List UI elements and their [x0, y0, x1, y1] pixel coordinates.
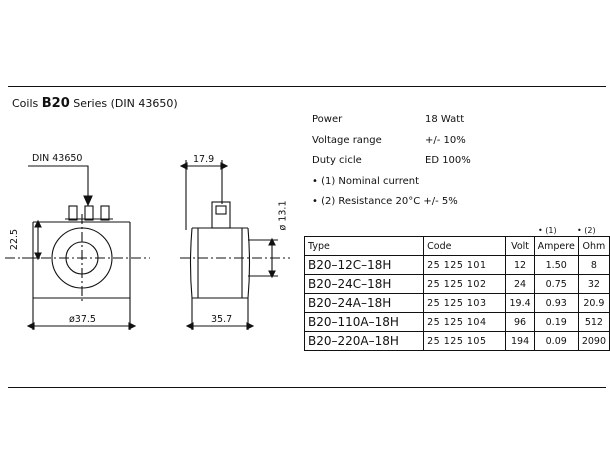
title-suffix: Series (DIN 43650)	[73, 97, 178, 110]
dim-din-label: DIN 43650	[32, 153, 83, 164]
cell-ohm: 8	[577, 255, 610, 275]
sheet-title: Coils B20 Series (DIN 43650)	[12, 96, 178, 111]
cell-volt: 19.4	[505, 293, 535, 313]
spec-label: Voltage range	[312, 135, 382, 146]
dim-diameter-front: ø37.5	[69, 314, 96, 325]
dim-diameter-side: ø 13.1	[277, 200, 289, 231]
footnote-marker-amp: • (1)	[538, 226, 557, 235]
title-series: B20	[41, 96, 70, 111]
coil-codes-table: Type Code Volt Ampere Ohm B20–12C–18H 25…	[303, 236, 610, 351]
spec-label: Power	[312, 114, 343, 125]
cell-code: 25 125 103	[423, 293, 507, 313]
table-header-row: Type Code Volt Ampere Ohm	[303, 236, 610, 256]
spec-value: 18 Watt	[425, 114, 465, 125]
table-row: B20–110A–18H 25 125 104 96 0.19 512	[303, 312, 610, 332]
note-nominal-current: • (1) Nominal current	[312, 176, 420, 187]
cell-ampere: 0.09	[533, 331, 579, 351]
datasheet-frame	[8, 86, 606, 388]
table-row: B20–12C–18H 25 125 101 12 1.50 8	[303, 255, 610, 275]
dim-offset: 17.9	[193, 154, 215, 165]
cell-ohm: 512	[577, 312, 610, 332]
cell-ohm: 2090	[577, 331, 610, 351]
cell-ampere: 0.93	[533, 293, 579, 313]
col-ampere: Ampere	[533, 236, 579, 256]
col-volt: Volt	[505, 236, 535, 256]
cell-volt: 194	[505, 331, 535, 351]
cell-code: 25 125 101	[423, 255, 507, 275]
cell-type: B20–24A–18H	[303, 293, 425, 313]
cell-type: B20–220A–18H	[303, 331, 425, 351]
spec-value: ED 100%	[425, 155, 471, 166]
cell-ohm: 32	[577, 274, 610, 294]
col-ohm: Ohm	[577, 236, 610, 256]
footnote-marker-ohm: • (2)	[577, 226, 596, 235]
cell-ohm: 20.9	[577, 293, 610, 313]
col-type: Type	[303, 236, 425, 256]
cell-ampere: 0.19	[533, 312, 579, 332]
spec-label: Duty cicle	[312, 155, 362, 166]
cell-ampere: 0.75	[533, 274, 579, 294]
note-resistance: • (2) Resistance 20°C +/- 5%	[312, 196, 458, 207]
col-code: Code	[423, 236, 507, 256]
cell-code: 25 125 105	[423, 331, 507, 351]
title-prefix: Coils	[12, 97, 39, 110]
cell-volt: 12	[505, 255, 535, 275]
cell-type: B20–110A–18H	[303, 312, 425, 332]
cell-type: B20–24C–18H	[303, 274, 425, 294]
cell-volt: 96	[505, 312, 535, 332]
coil-side-view	[179, 160, 290, 330]
table-row: B20–24C–18H 25 125 102 24 0.75 32	[303, 274, 610, 294]
spec-duty-cycle: Duty cicle ED 100%	[312, 155, 471, 166]
cell-code: 25 125 102	[423, 274, 507, 294]
table-row: B20–24A–18H 25 125 103 19.4 0.93 20.9	[303, 293, 610, 313]
cell-code: 25 125 104	[423, 312, 507, 332]
cell-volt: 24	[505, 274, 535, 294]
table-row: B20–220A–18H 25 125 105 194 0.09 2090	[303, 331, 610, 351]
dim-length: 35.7	[211, 314, 233, 325]
spec-power: Power 18 Watt	[312, 114, 464, 125]
cell-ampere: 1.50	[533, 255, 579, 275]
coil-front-view	[5, 165, 150, 330]
spec-value: +/- 10%	[425, 135, 466, 146]
spec-voltage-range: Voltage range +/- 10%	[312, 135, 466, 146]
cell-type: B20–12C–18H	[303, 255, 425, 275]
dim-height: 22.5	[9, 228, 21, 251]
